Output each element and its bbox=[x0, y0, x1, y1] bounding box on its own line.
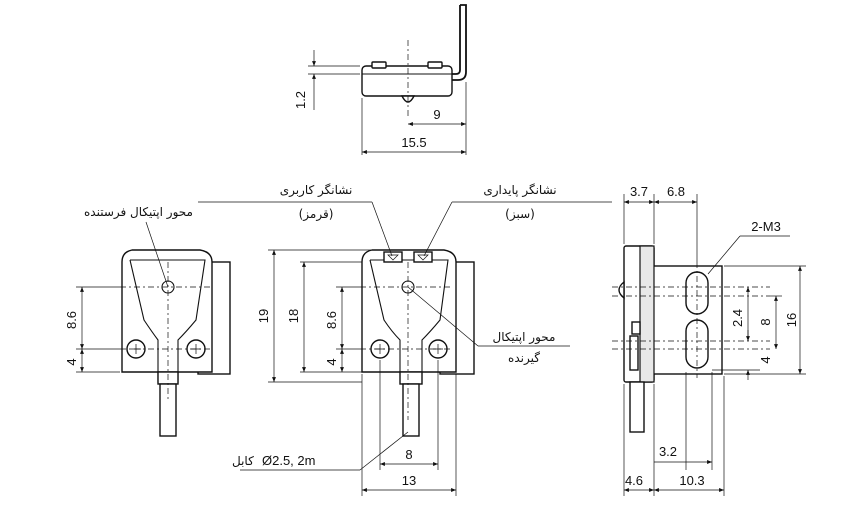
receiver-front-view bbox=[198, 201, 612, 496]
dim-right-2-4: 2.4 bbox=[730, 309, 745, 327]
dim-left-8-6: 8.6 bbox=[64, 311, 79, 329]
stability-indicator-label: نشانگر پایداری bbox=[483, 183, 556, 198]
dim-mid-19: 19 bbox=[256, 309, 271, 323]
dim-right-3-2: 3.2 bbox=[659, 444, 677, 459]
dim-right-16: 16 bbox=[784, 313, 799, 327]
dim-right-3-7: 3.7 bbox=[630, 184, 648, 199]
dim-right-10-3: 10.3 bbox=[679, 473, 704, 488]
dim-right-6-8: 6.8 bbox=[667, 184, 685, 199]
receiver-axis-label: محور اپتیکال bbox=[493, 330, 556, 345]
dim-right-4-6: 4.6 bbox=[625, 473, 643, 488]
thread-label: 2-M3 bbox=[751, 219, 781, 234]
dim-top-15-5: 15.5 bbox=[401, 135, 426, 150]
dim-left-4: 4 bbox=[64, 358, 79, 365]
operation-indicator-label: نشانگر کاربری bbox=[280, 183, 353, 198]
dim-right-4: 4 bbox=[758, 356, 773, 363]
dim-mid-8: 8 bbox=[405, 447, 412, 462]
emitter-axis-label: محور اپتیکال فرستنده bbox=[84, 205, 193, 220]
dim-right-8: 8 bbox=[758, 318, 773, 325]
side-view bbox=[612, 194, 806, 496]
operation-indicator-color: (قرمز) bbox=[299, 207, 334, 222]
top-view bbox=[308, 4, 467, 155]
receiver-axis-label-2: گیرنده bbox=[508, 351, 540, 366]
dim-top-9: 9 bbox=[433, 107, 440, 122]
dim-mid-13: 13 bbox=[402, 473, 416, 488]
stability-indicator-color: (سبز) bbox=[505, 207, 535, 222]
dim-mid-8-6: 8.6 bbox=[324, 311, 339, 329]
dim-top-height: 1.2 bbox=[293, 91, 308, 109]
dim-mid-18: 18 bbox=[286, 309, 301, 323]
cable-word-label: کابل bbox=[232, 454, 254, 468]
cable-spec-label: Ø2.5, 2m bbox=[262, 453, 315, 468]
emitter-front-view bbox=[76, 221, 231, 437]
dim-mid-4: 4 bbox=[324, 358, 339, 365]
